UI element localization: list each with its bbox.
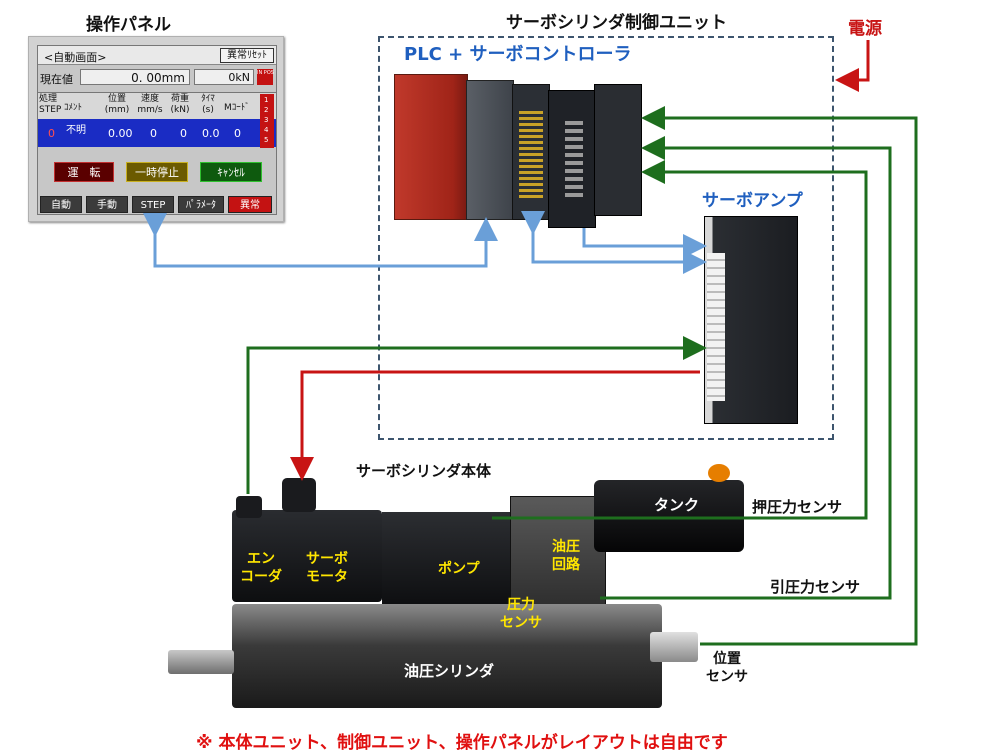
cylinder-rod — [168, 650, 234, 674]
plc-extra-module — [594, 84, 642, 216]
power-line-motor — [290, 370, 700, 481]
push-sensor-label: 押圧力センサ — [752, 498, 843, 516]
current-value-row: 現在値 0. 00mm 0kN IN POS — [38, 68, 276, 88]
col-step: 処理 STEP — [39, 94, 62, 115]
tank-label: タンク — [654, 496, 700, 514]
in-pos-badge: IN POS — [257, 69, 274, 85]
pump-label: ポンプ — [438, 561, 480, 577]
tank — [594, 480, 744, 552]
operation-panel: <自動画面> 異常ﾘｾｯﾄ 現在値 0. 00mm 0kN IN POS 処理 … — [28, 36, 284, 222]
control-unit-title: サーボシリンダ制御ユニット — [506, 13, 727, 33]
comm-line-panel-plc — [143, 213, 498, 268]
hmi-screen: <自動画面> 異常ﾘｾｯﾄ 現在値 0. 00mm 0kN IN POS 処理 … — [37, 45, 277, 215]
pull-sensor-label: 引圧力センサ — [770, 578, 861, 596]
comm-line-controller-amp-2 — [582, 228, 707, 258]
cylinder-label: 油圧シリンダ — [404, 662, 495, 680]
col-position: 位置 (mm) — [104, 94, 130, 115]
tab-manual[interactable]: 手動 — [86, 196, 128, 213]
hydraulic-circuit-label: 油圧 回路 — [552, 539, 580, 573]
motor-power-connector — [282, 478, 316, 512]
tab-error[interactable]: 異常 — [228, 196, 272, 213]
cell-position: 0.00 — [108, 127, 133, 140]
tab-step[interactable]: STEP — [132, 196, 174, 213]
cell-timer: 0.0 — [202, 127, 220, 140]
table-header: 処理 STEP ｺﾒﾝﾄ 位置 (mm) 速度 mm/s 荷重 (kN) ﾀｲﾏ… — [38, 92, 276, 119]
plc-cpu-module — [466, 80, 514, 220]
panel-title: 操作パネル — [86, 15, 171, 35]
servo-motor-label: サーボ モータ — [306, 551, 348, 585]
cancel-button[interactable]: ｷｬﾝｾﾙ — [200, 162, 262, 182]
pull-sensor-line — [600, 136, 892, 600]
col-load: 荷重 (kN) — [170, 94, 190, 115]
force-value: 0kN — [194, 69, 254, 85]
pump-block — [382, 512, 510, 604]
position-sensor — [650, 632, 698, 662]
screen-header: <自動画面> 異常ﾘｾｯﾄ — [38, 46, 276, 65]
hydraulic-cylinder — [232, 604, 662, 708]
cell-speed: 0 — [150, 127, 157, 140]
plc-io-module — [512, 84, 550, 220]
cell-comment: 不明 — [66, 125, 86, 136]
hydraulic-circuit-block — [510, 496, 606, 608]
body-title: サーボシリンダ本体 — [356, 462, 492, 480]
plc-title: PLC + サーボコントローラ — [404, 44, 632, 65]
reset-button[interactable]: 異常ﾘｾｯﾄ — [220, 48, 274, 63]
tab-parameter[interactable]: ﾊﾟﾗﾒｰﾀ — [178, 196, 224, 213]
col-speed: 速度 mm/s — [137, 94, 163, 115]
power-label: 電源 — [848, 19, 882, 39]
step-selector[interactable]: 1 2 3 4 5 — [260, 94, 274, 148]
encoder-line — [246, 336, 707, 494]
encoder-connector — [236, 496, 262, 518]
cell-mcode: 0 — [234, 127, 241, 140]
col-timer: ﾀｲﾏ (s) — [201, 94, 215, 115]
pause-button[interactable]: 一時停止 — [126, 162, 188, 182]
col-comment: ｺﾒﾝﾄ — [64, 103, 83, 113]
position-sensor-line — [641, 106, 918, 646]
current-label: 現在値 — [40, 73, 73, 86]
servo-amplifier — [704, 216, 798, 424]
pressure-sensor-label: 圧力 センサ — [500, 597, 542, 631]
encoder-label: エン コーダ — [240, 551, 282, 585]
run-button[interactable]: 運 転 — [54, 162, 114, 182]
amp-title: サーボアンプ — [702, 191, 803, 211]
position-value: 0. 00mm — [80, 69, 190, 85]
tab-auto[interactable]: 自動 — [40, 196, 82, 213]
push-sensor-line — [492, 160, 868, 520]
comm-line-controller-amp-1 — [521, 211, 707, 274]
servo-motor — [232, 510, 382, 602]
screen-name: <自動画面> — [44, 51, 107, 64]
layout-note: ※ 本体ユニット、制御ユニット、操作パネルがレイアウトは自由です — [196, 733, 728, 753]
tank-cap — [708, 464, 730, 482]
plc-power-module — [394, 74, 468, 220]
table-row[interactable]: 0 不明 0.00 0 0 0.0 0 — [38, 119, 276, 147]
cell-load: 0 — [180, 127, 187, 140]
cell-step: 0 — [48, 127, 55, 140]
position-sensor-label: 位置 センサ — [706, 651, 748, 685]
col-mcode: Mｺｰﾄﾞ — [224, 103, 250, 113]
power-line — [835, 40, 870, 92]
